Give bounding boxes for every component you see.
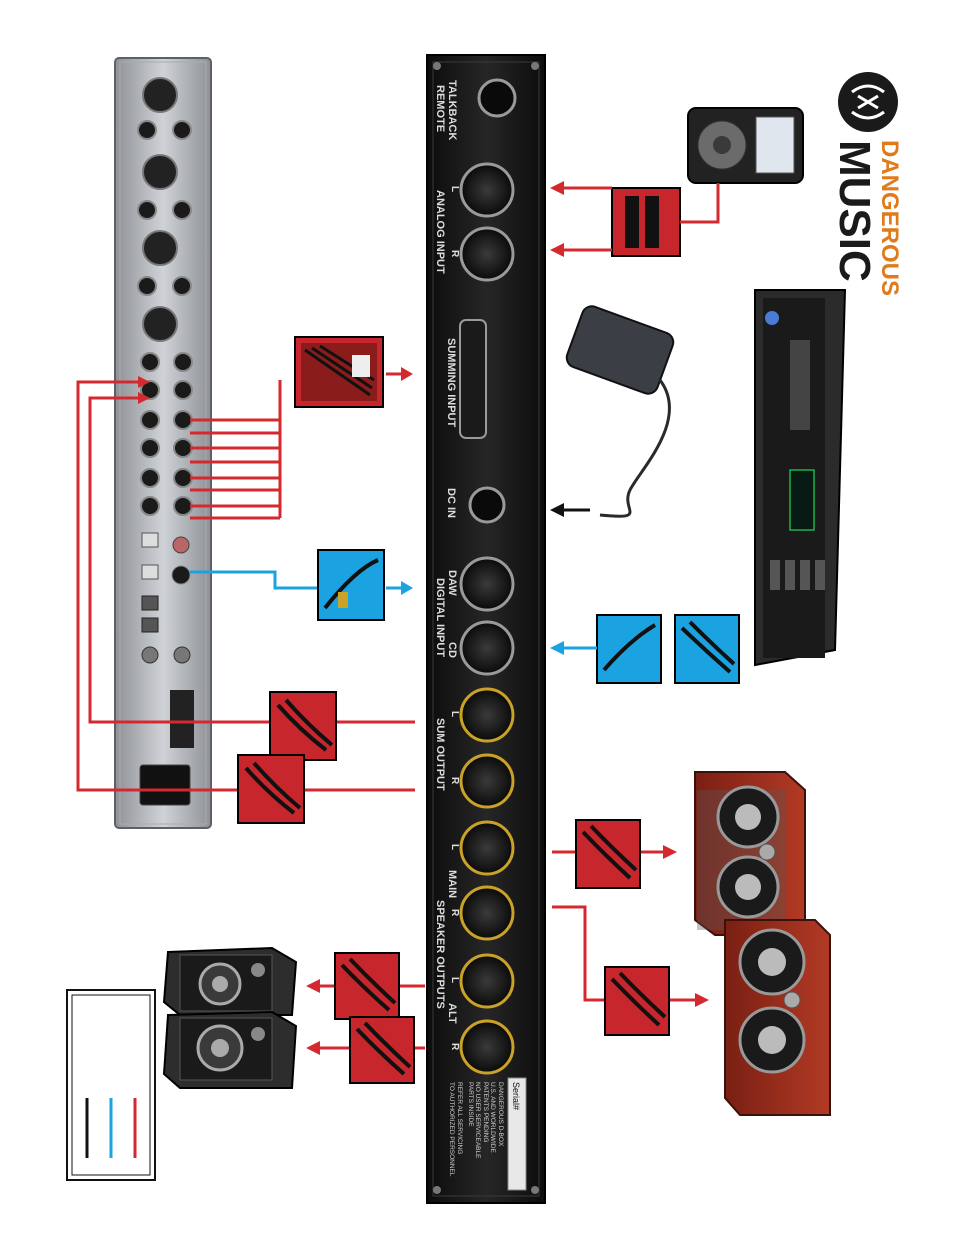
label-analog-l: L: [449, 186, 460, 192]
label-dc-in: DC IN: [445, 488, 457, 518]
ipod-cable: [680, 183, 718, 222]
summing-input-db25[interactable]: [460, 320, 486, 438]
audio-interface: [115, 58, 211, 828]
cable-thumb-analog-in: [612, 188, 680, 256]
info-line-6: REFER ALL SERVICING: [456, 1082, 463, 1154]
logo-word-music: MUSIC: [830, 140, 879, 282]
label-sum-output: SUM OUTPUT: [434, 718, 446, 791]
cable-thumb-sum-r: [238, 755, 304, 823]
label-talkback: TALKBACK: [446, 80, 458, 140]
main-speaker-left: [695, 772, 805, 935]
interface-power-inlet: [140, 765, 190, 805]
cable-thumb-db25: [295, 337, 383, 407]
label-cd: CD: [446, 642, 458, 658]
label-main-r: R: [449, 909, 460, 917]
info-line-1: DANGEROUS D-BOX: [497, 1082, 504, 1147]
logo-word-dangerous: DANGEROUS: [876, 140, 903, 296]
cable-thumb-sum-l: [270, 692, 336, 760]
cd-recorder: [755, 290, 845, 665]
cable-thumb-cd-xlr: [675, 615, 739, 683]
ipod-player: [688, 108, 803, 183]
label-remote: REMOTE: [434, 85, 446, 132]
label-main-l: L: [449, 844, 460, 850]
cable-thumb-main-r: [605, 967, 669, 1035]
cd-digital-arrow: [550, 641, 597, 655]
cable-thumb-cd-digital: [597, 615, 661, 683]
label-main: MAIN: [446, 870, 458, 898]
cable-thumb-main-l: [576, 820, 640, 888]
main-speaker-right: [725, 920, 830, 1115]
label-summing-input: SUMMING INPUT: [445, 338, 457, 428]
talkback-remote-jack[interactable]: [479, 80, 515, 116]
serial-label: Serial#: [511, 1082, 521, 1110]
label-alt-l: L: [449, 977, 460, 983]
label-daw: DAW: [446, 570, 458, 596]
cable-thumb-spdif: [318, 550, 384, 620]
label-sum-l: L: [449, 711, 460, 717]
cable-thumb-alt-l: [335, 953, 399, 1019]
analog-in-arrows: [550, 181, 612, 257]
label-analog-r: R: [449, 250, 460, 258]
label-alt-r: R: [449, 1043, 460, 1051]
dc-in-arrow: [550, 503, 590, 517]
label-digital-input: DIGITAL INPUT: [434, 578, 446, 657]
info-line-4: NO USER SERVICEABLE: [474, 1082, 481, 1159]
cable-legend: [67, 990, 155, 1180]
info-line-3: PATENTS PENDING: [482, 1082, 489, 1142]
d-box-unit: TALKBACK REMOTE ANALOG INPUT SUMMING INP…: [427, 55, 545, 1203]
label-analog-input: ANALOG INPUT: [434, 190, 446, 274]
alt-speaker-top: [164, 948, 296, 1015]
info-line-2: U.S. AND WORLDWIDE: [489, 1082, 496, 1153]
label-speaker-outputs: SPEAKER OUTPUTS: [434, 900, 446, 1009]
power-supply: [564, 304, 676, 517]
cable-thumb-alt-r: [350, 1017, 414, 1083]
label-alt: ALT: [446, 1003, 458, 1024]
info-line-7: TO AUTHORIZED PERSONNEL: [448, 1082, 455, 1177]
interface-label-plate: [170, 690, 194, 748]
info-line-5: PARTS INSIDE: [467, 1082, 474, 1127]
label-sum-r: R: [449, 777, 460, 785]
alt-speaker-bottom: [164, 1012, 296, 1088]
dc-in-jack[interactable]: [470, 488, 504, 522]
dangerous-music-logo: MUSIC DANGEROUS: [830, 72, 903, 296]
